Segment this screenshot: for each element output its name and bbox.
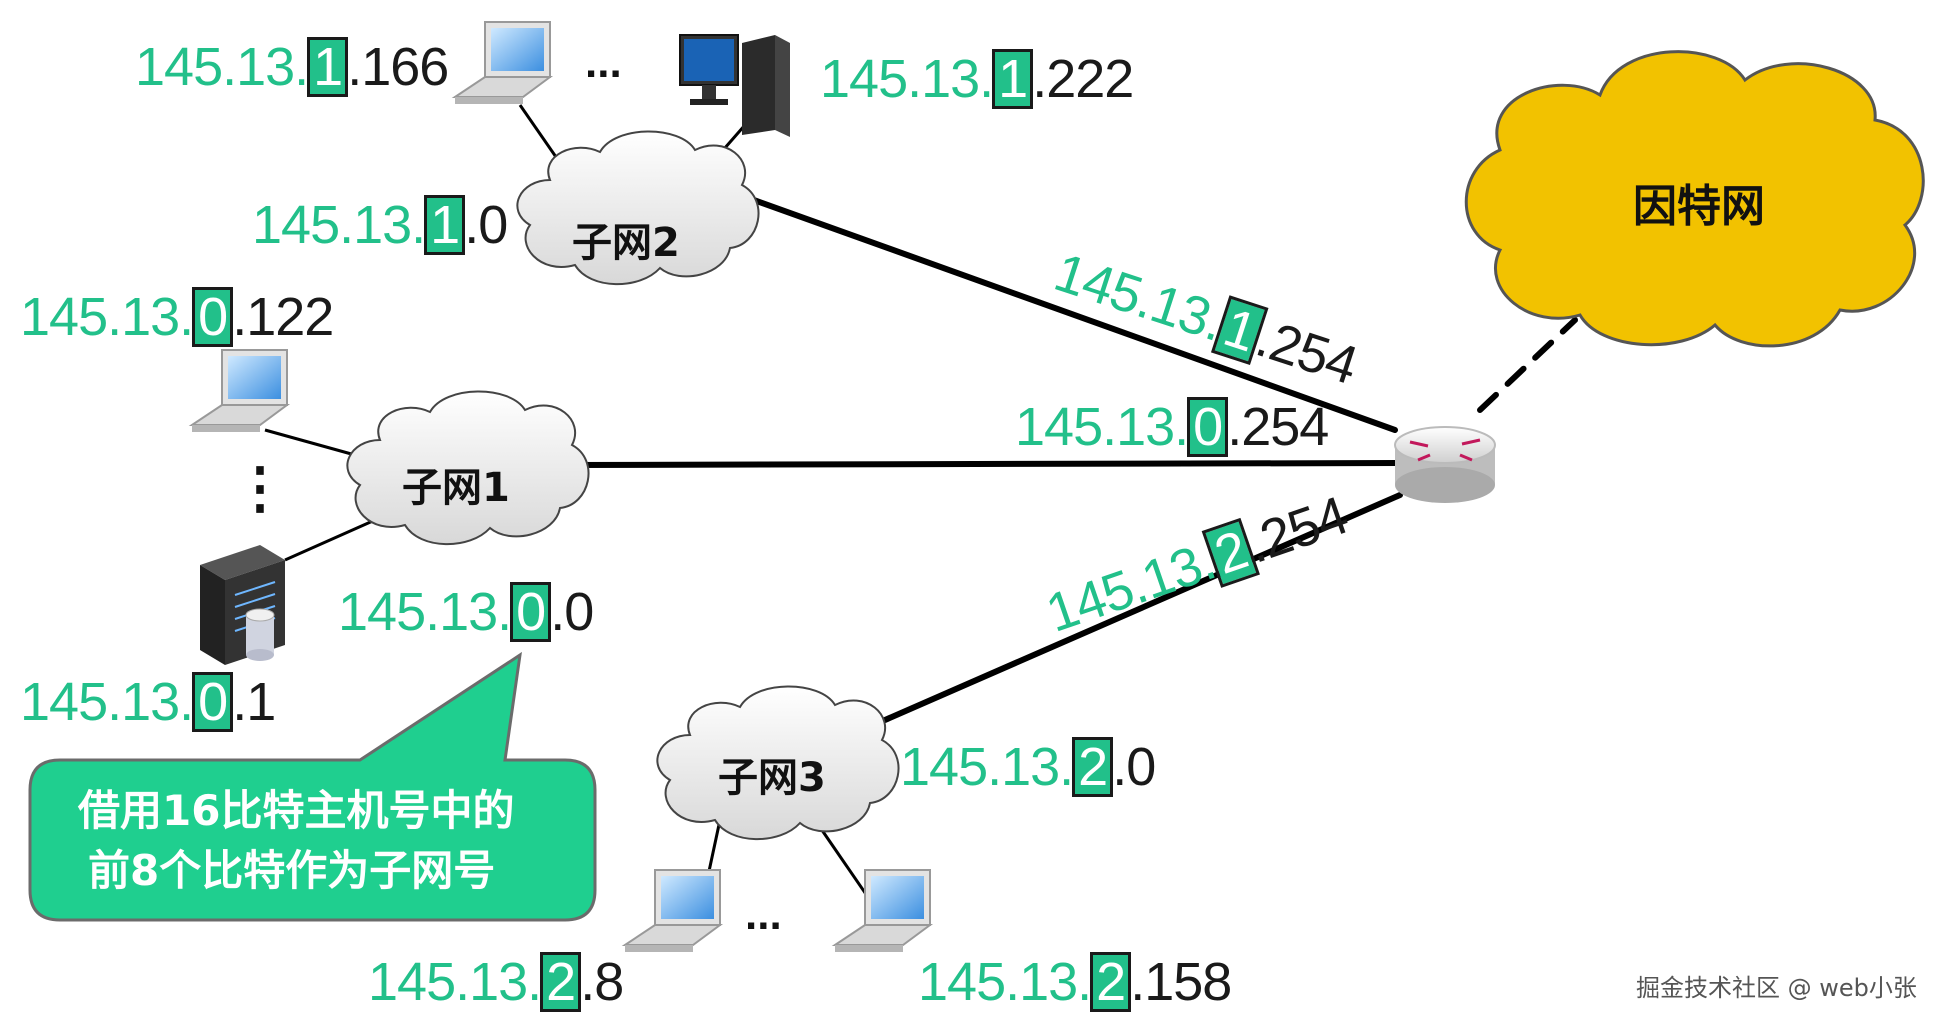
desktop-computer-icon <box>679 34 790 137</box>
ip-network-subnet3: 145.13.2.0 <box>900 737 1156 797</box>
link-router-internet <box>1477 317 1578 413</box>
ip-subnet-octet: 0 <box>510 582 552 642</box>
ip-host-octet: .158 <box>1130 952 1232 1012</box>
ip-network-prefix: 145.13. <box>135 37 309 97</box>
ip-subnet-octet: 2 <box>1090 952 1132 1012</box>
ip-host-octet: .8 <box>580 952 624 1012</box>
ip-subnet-octet: 1 <box>424 195 466 255</box>
watermark: 掘金技术社区 @ web小张 <box>1636 974 1917 1002</box>
ip-host-octet: .122 <box>232 287 334 347</box>
callout-line-2: 前8个比特作为子网号 <box>88 846 496 895</box>
laptop-icon <box>831 869 934 952</box>
ip-host-145-13-1-166: 145.13.1.166 <box>135 37 449 97</box>
ip-host-octet: .0 <box>1112 737 1156 797</box>
link-host-0-1 <box>284 518 376 562</box>
ip-network-subnet2: 145.13.1.0 <box>252 195 508 255</box>
ip-host-octet: .1 <box>232 672 276 732</box>
ip-network-prefix: 145.13. <box>1015 397 1189 457</box>
ip-host-octet: .0 <box>464 195 508 255</box>
ip-host-145-13-0-1: 145.13.0.1 <box>20 672 276 732</box>
ip-host-145-13-1-222: 145.13.1.222 <box>820 49 1134 109</box>
ip-subnet-octet: 1 <box>307 37 349 97</box>
link-subnet3-router <box>882 492 1403 723</box>
ip-network-prefix: 145.13. <box>20 287 194 347</box>
ip-host-145-13-2-8: 145.13.2.8 <box>368 952 624 1012</box>
ip-network-subnet1: 145.13.0.0 <box>338 582 594 642</box>
ip-host-octet: .254 <box>1227 397 1329 457</box>
ip-subnet-octet: 0 <box>192 287 234 347</box>
ip-network-prefix: 145.13. <box>252 195 426 255</box>
ip-network-prefix: 145.13. <box>900 737 1074 797</box>
router-icon <box>1394 426 1496 503</box>
subnet2-label: 子网2 <box>572 220 680 266</box>
ip-host-145-13-0-122: 145.13.0.122 <box>20 287 334 347</box>
internet-label: 因特网 <box>1633 181 1765 232</box>
ip-host-octet: .222 <box>1032 49 1134 109</box>
link-subnet2-router <box>737 192 1398 433</box>
callout-bubble <box>28 651 597 922</box>
ip-network-prefix: 145.13. <box>918 952 1092 1012</box>
ip-network-prefix: 145.13. <box>820 49 994 109</box>
laptop-icon <box>621 869 724 952</box>
subnet1-label: 子网1 <box>402 465 510 511</box>
laptop-icon <box>451 21 554 104</box>
link-subnet1-router <box>567 460 1403 468</box>
cloud-icon <box>516 130 760 286</box>
cloud-icon <box>656 685 900 841</box>
ip-gateway-subnet1: 145.13.0.254 <box>1015 397 1329 457</box>
ip-network-prefix: 145.13. <box>368 952 542 1012</box>
ellipsis-subnet1-hosts: ⋮ <box>232 456 288 519</box>
ip-subnet-octet: 0 <box>192 672 234 732</box>
cloud-icon <box>1464 50 1925 348</box>
ellipsis-subnet2-hosts: ... <box>585 38 622 87</box>
subnet3-label: 子网3 <box>718 755 826 801</box>
ip-network-prefix: 145.13. <box>20 672 194 732</box>
ip-subnet-octet: 1 <box>992 49 1034 109</box>
server-icon <box>200 545 285 665</box>
ip-network-prefix: 145.13. <box>338 582 512 642</box>
ip-host-octet: .166 <box>347 37 449 97</box>
ip-host-octet: .0 <box>550 582 594 642</box>
cloud-icon <box>346 390 590 546</box>
ip-host-145-13-2-158: 145.13.2.158 <box>918 952 1232 1012</box>
callout-line-1: 借用16比特主机号中的 <box>78 786 515 835</box>
ellipsis-subnet3-hosts: ... <box>745 890 782 939</box>
link-host-2-158 <box>813 819 872 901</box>
link-lines <box>567 192 1578 723</box>
link-host-0-122 <box>264 428 356 457</box>
ip-subnet-octet: 0 <box>1187 397 1229 457</box>
laptop-icon <box>188 349 291 432</box>
ip-subnet-octet: 2 <box>1072 737 1114 797</box>
ip-subnet-octet: 2 <box>540 952 582 1012</box>
